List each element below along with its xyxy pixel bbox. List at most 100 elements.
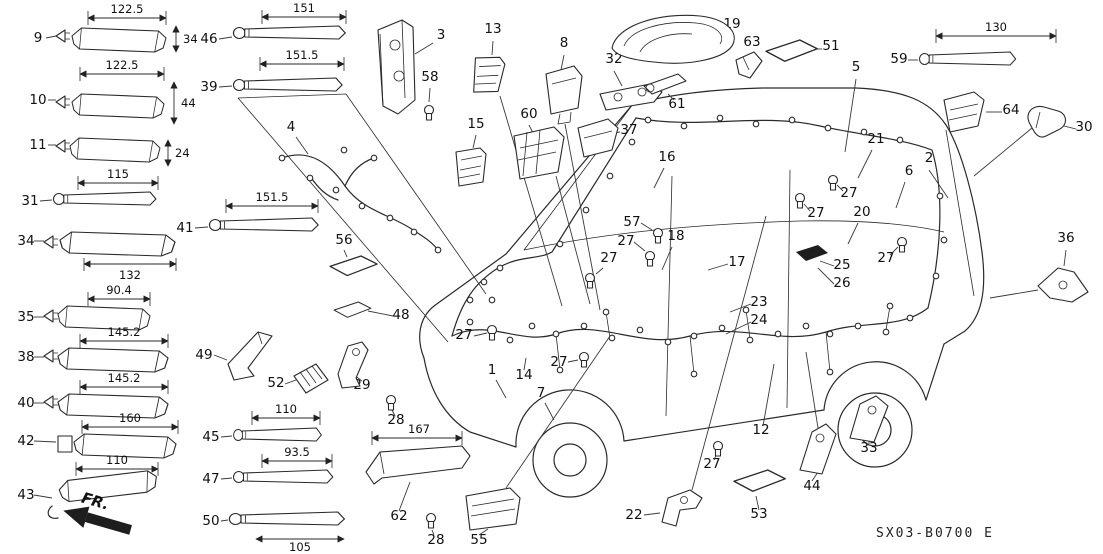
callout-39: 39 <box>200 79 217 95</box>
part-4: 4 <box>287 119 309 155</box>
part-38: 38 145.2 <box>17 325 169 373</box>
callout-21: 21 <box>867 131 884 147</box>
callout-43: 43 <box>17 487 34 503</box>
insulator-pad <box>796 245 828 261</box>
callout-47: 47 <box>202 471 219 487</box>
callout-10: 10 <box>29 92 46 108</box>
dimension-label: 132 <box>119 268 141 282</box>
part-44: 44 <box>799 351 837 494</box>
callout-23: 23 <box>750 294 767 310</box>
part-60: 60 <box>513 106 591 305</box>
callout-15: 15 <box>467 116 484 132</box>
callout-48: 48 <box>392 307 409 323</box>
callout-25: 25 <box>833 257 850 273</box>
dimension-label: 115 <box>107 167 129 181</box>
part-59: 59 130 <box>890 20 1057 67</box>
callout-50: 50 <box>202 513 219 529</box>
callout-11: 11 <box>29 137 46 153</box>
callout-33: 33 <box>860 440 877 456</box>
callout-52: 52 <box>267 375 284 391</box>
dimension-label: 151 <box>293 1 315 15</box>
part-45: 45 110 <box>202 402 322 445</box>
part-30: 30 <box>973 105 1093 177</box>
dimension-label: 122.5 <box>106 58 139 72</box>
part-34: 34 132 <box>17 231 177 282</box>
part-55: 55 <box>465 335 611 548</box>
callout-36: 36 <box>1057 230 1074 246</box>
diagram-code: SX03-B0700 E <box>876 526 994 541</box>
callout-41: 41 <box>176 220 193 236</box>
callout-62: 62 <box>390 508 407 524</box>
harness-connectors <box>278 114 948 378</box>
callout-32: 32 <box>605 51 622 67</box>
dimension-label: 130 <box>985 20 1007 34</box>
part-43: 43 110 <box>17 453 160 519</box>
part-5: 5 <box>844 59 860 153</box>
part-62: 62 167 <box>365 422 471 524</box>
callout-64: 64 <box>1002 102 1019 118</box>
part-63: 63 <box>735 34 763 79</box>
part-64: 64 <box>943 91 1020 133</box>
callout-38: 38 <box>17 349 34 365</box>
part-39: 39 151.5 <box>200 48 345 95</box>
part-29: 29 <box>337 341 371 393</box>
callout-31: 31 <box>21 193 38 209</box>
callout-46: 46 <box>200 31 217 47</box>
part-10: 10 122.5 44 <box>29 58 196 125</box>
callout-37: 37 <box>620 122 637 138</box>
dimension-label: 110 <box>275 402 297 416</box>
dimension-label: 122.5 <box>111 2 144 16</box>
part-28-front: 28 <box>385 394 405 428</box>
callout-53: 53 <box>750 506 767 522</box>
dimension-label: 110 <box>106 453 128 467</box>
dimension-label: 90.4 <box>106 283 132 297</box>
part-36: 36 <box>989 230 1089 303</box>
dimension-label: 105 <box>289 540 311 554</box>
callout-14: 14 <box>515 367 532 383</box>
callout-27: 27 <box>840 185 857 201</box>
callout-30: 30 <box>1075 119 1092 135</box>
vehicle-outline <box>419 87 985 498</box>
part-53: 53 <box>733 469 786 522</box>
callout-27: 27 <box>703 456 720 472</box>
part-35: 35 90.4 <box>17 283 151 331</box>
part-51: 51 <box>765 38 840 62</box>
callout-27: 27 <box>550 354 567 370</box>
callout-8: 8 <box>560 35 569 51</box>
dimension-label: 145.2 <box>108 325 141 339</box>
part-22: 22 <box>625 215 767 527</box>
callout-51: 51 <box>822 38 839 54</box>
callout-61: 61 <box>668 96 685 112</box>
part-28-rear: 28 <box>425 512 445 548</box>
callout-55: 55 <box>470 532 487 548</box>
part-9: 9 122.5 34 <box>34 2 198 53</box>
part-46: 46 151 <box>200 1 347 47</box>
callout-27: 27 <box>455 327 472 343</box>
callout-56: 56 <box>335 232 352 248</box>
callout-12: 12 <box>752 422 769 438</box>
callout-6: 6 <box>905 163 914 179</box>
callout-3: 3 <box>437 27 446 43</box>
callout-45: 45 <box>202 429 219 445</box>
dimension-label: 34 <box>183 32 198 46</box>
dimension-label: 160 <box>119 411 141 425</box>
callout-9: 9 <box>34 30 43 46</box>
dimension-label: 151.5 <box>286 48 319 62</box>
rear-wheel <box>837 392 913 468</box>
dimension-label: 93.5 <box>284 445 310 459</box>
callout-20: 20 <box>853 204 870 220</box>
part-47: 47 93.5 <box>202 445 334 487</box>
callout-27: 27 <box>617 233 634 249</box>
callout-28: 28 <box>387 412 404 428</box>
part-11: 11 24 <box>29 137 190 167</box>
dimension-label: 44 <box>181 96 196 110</box>
dimension-label: 151.5 <box>256 190 289 204</box>
part-8: 8 <box>545 35 601 311</box>
callout-34: 34 <box>17 233 34 249</box>
part-19: 19 <box>611 14 741 64</box>
callout-57: 57 <box>623 214 640 230</box>
part-15: 15 <box>455 116 487 187</box>
callout-58: 58 <box>421 69 438 85</box>
callout-60: 60 <box>520 106 537 122</box>
